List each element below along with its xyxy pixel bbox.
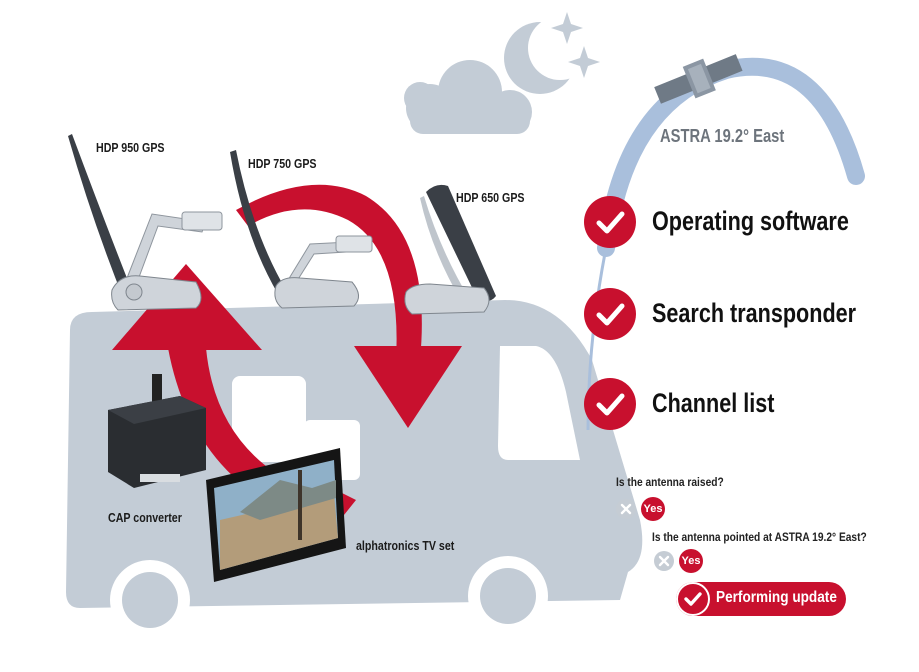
step-operating-software: Operating software: [652, 206, 849, 236]
check-icon: [584, 378, 636, 430]
step-search-transponder: Search transponder: [652, 298, 857, 328]
cloud-icon: [404, 60, 532, 134]
yes-badge-2: Yes: [679, 549, 703, 573]
antenna-hdp950: [68, 134, 223, 311]
question-antenna-pointed: Is the antenna pointed at ASTRA 19.2° Ea…: [652, 530, 867, 544]
label-hdp650: HDP 650 GPS: [456, 190, 525, 205]
check-icon: [584, 288, 636, 340]
yes-badge-1: Yes: [641, 497, 665, 521]
label-cap-converter: CAP converter: [108, 510, 182, 525]
label-hdp950: HDP 950 GPS: [96, 140, 165, 155]
question-antenna-raised: Is the antenna raised?: [616, 475, 724, 489]
label-satellite: ASTRA 19.2° East: [660, 126, 785, 146]
close-icon: [654, 551, 674, 571]
performing-update-label: Performing update: [716, 589, 837, 606]
motorhome-wheels: [110, 556, 548, 640]
step-channel-list: Channel list: [652, 388, 775, 418]
star-icon: [551, 12, 600, 78]
rotation-arrow-down: [236, 184, 462, 428]
tv-set: [206, 448, 346, 582]
antenna-hdp650: [404, 184, 496, 315]
cap-converter-box: [108, 374, 206, 488]
check-icon: [676, 582, 710, 616]
label-hdp750: HDP 750 GPS: [248, 156, 317, 171]
satellite-icon: [654, 54, 743, 104]
check-icon: [584, 196, 636, 248]
label-tv-set: alphatronics TV set: [356, 538, 455, 553]
close-icon: [616, 499, 636, 519]
performing-update-badge: Performing update: [676, 582, 846, 616]
antenna-hdp750: [230, 150, 373, 309]
